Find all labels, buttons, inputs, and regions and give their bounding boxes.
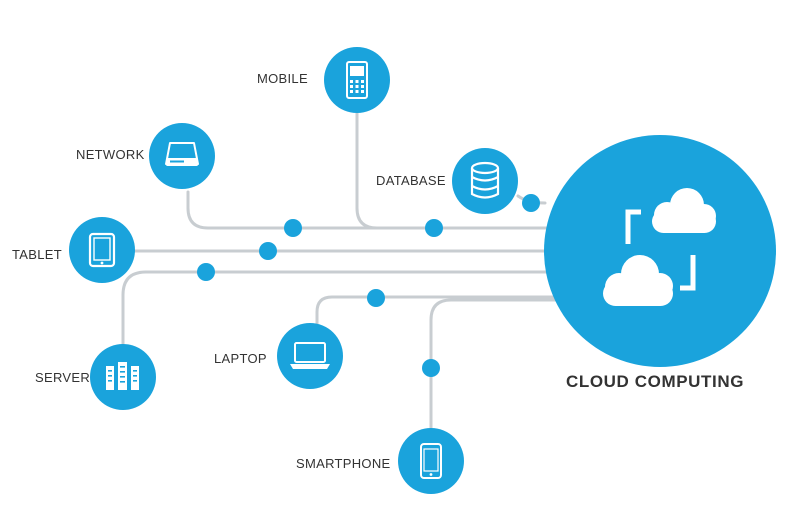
label-network: NETWORK (76, 147, 145, 162)
connector-server (121, 270, 562, 347)
label-tablet: TABLET (12, 247, 62, 262)
junction-dot (197, 263, 215, 281)
smartphone-icon (420, 443, 442, 479)
node-tablet (69, 217, 135, 283)
node-circle (398, 428, 464, 494)
node-laptop (277, 323, 343, 389)
node-mobile (324, 47, 390, 113)
node-circle (69, 217, 135, 283)
connector-network (186, 190, 379, 230)
junction-dot (522, 194, 540, 212)
node-smartphone (398, 428, 464, 494)
node-circle (277, 323, 343, 389)
label-database: DATABASE (376, 173, 446, 188)
node-server (90, 344, 156, 410)
connector-laptop (315, 295, 562, 326)
node-database (452, 148, 518, 214)
database-icon (470, 161, 500, 199)
junction-dot (284, 219, 302, 237)
label-server: SERVER (35, 370, 91, 385)
cloud-sync-icon (603, 188, 716, 306)
network-drive-icon (165, 142, 199, 166)
connector-smartphone (429, 298, 562, 430)
label-laptop: LAPTOP (214, 351, 267, 366)
hub-circle (544, 135, 776, 367)
tablet-icon (88, 232, 116, 268)
feature-phone-icon (346, 61, 368, 99)
label-mobile: MOBILE (257, 71, 308, 86)
junction-dot (259, 242, 277, 260)
junction-dots (197, 194, 540, 377)
connectors (121, 111, 562, 430)
label-smartphone: SMARTPHONE (296, 456, 391, 471)
junction-dot (422, 359, 440, 377)
node-circle (149, 123, 215, 189)
junction-dot (367, 289, 385, 307)
node-network (149, 123, 215, 189)
laptop-icon (290, 342, 330, 369)
junction-dot (425, 219, 443, 237)
cloud-computing-hub (544, 135, 776, 367)
hub-label: CLOUD COMPUTING (566, 372, 745, 391)
server-rack-icon (106, 362, 139, 390)
